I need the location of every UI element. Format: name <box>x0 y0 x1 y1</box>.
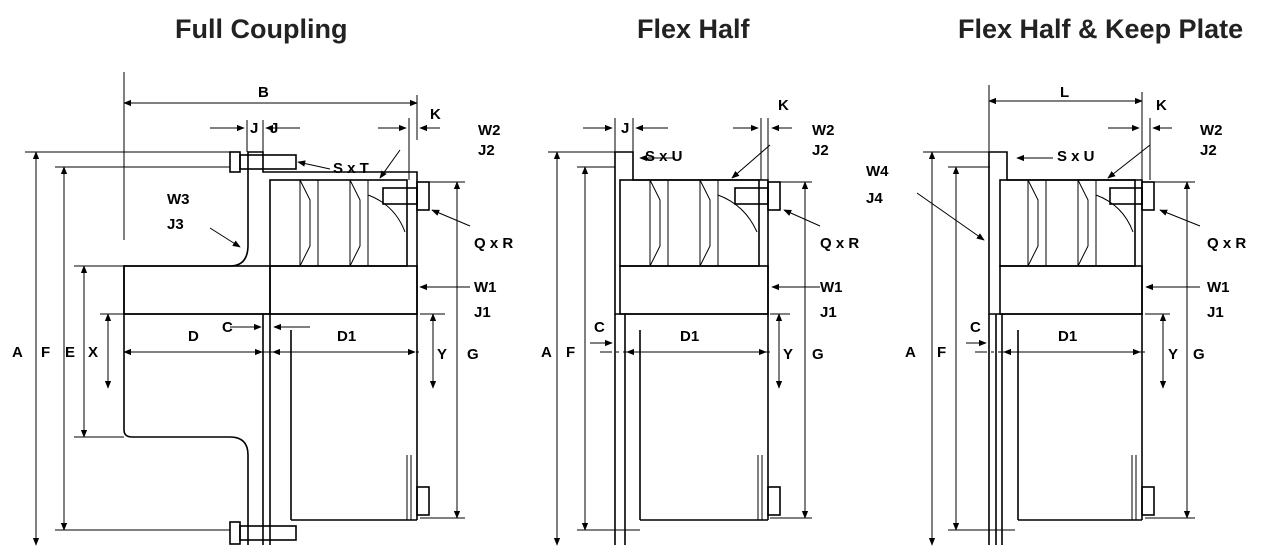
keep-label-w2: W2 <box>1200 122 1223 139</box>
full-coupling-title: Full Coupling <box>175 14 348 44</box>
keep-label-l: L <box>1060 84 1069 101</box>
flex-label-w1: W1 <box>820 279 843 296</box>
label-j3: J3 <box>167 216 184 233</box>
label-k: K <box>430 106 441 123</box>
keep-label-w1: W1 <box>1207 279 1230 296</box>
label-x: X <box>88 344 98 361</box>
flex-label-j1: J1 <box>820 304 837 321</box>
keep-label-g: G <box>1193 346 1205 363</box>
label-y: Y <box>437 346 447 363</box>
flex-label-q-x-r: Q x R <box>820 235 859 252</box>
label-w3: W3 <box>167 191 190 208</box>
flex-label-g: G <box>812 346 824 363</box>
keep-label-a: A <box>905 344 916 361</box>
keep-label-s-x-u: S x U <box>1057 148 1095 165</box>
label-e: E <box>65 344 75 361</box>
keep-label-j2: J2 <box>1200 142 1217 159</box>
flex-label-y: Y <box>783 346 793 363</box>
keep-label-q-x-r: Q x R <box>1207 235 1246 252</box>
keep-label-c: C <box>970 319 981 336</box>
label-c: C <box>222 319 233 336</box>
keep-label-w4: W4 <box>866 163 889 180</box>
label-w2: W2 <box>478 122 501 139</box>
label-a: A <box>12 344 23 361</box>
flex-label-w2: W2 <box>812 122 835 139</box>
label-j-left: J <box>250 120 258 137</box>
flex-label-d1: D1 <box>680 328 699 345</box>
flex-label-c: C <box>594 319 605 336</box>
keep-label-y: Y <box>1168 346 1178 363</box>
flex-half-drawing <box>548 118 821 546</box>
keep-label-k: K <box>1156 97 1167 114</box>
label-j-right: J <box>270 120 278 137</box>
flex-half-title: Flex Half <box>637 14 750 44</box>
keep-label-j1: J1 <box>1207 304 1224 321</box>
flex-half-keep-plate-drawing <box>916 85 1201 546</box>
label-b: B <box>258 84 269 101</box>
flex-label-s-x-u: S x U <box>645 148 683 165</box>
keep-label-j4: J4 <box>866 190 883 207</box>
label-q-x-r: Q x R <box>474 235 513 252</box>
flex-label-a: A <box>541 344 552 361</box>
label-j1: J1 <box>474 304 491 321</box>
flex-label-f: F <box>566 344 575 361</box>
label-g: G <box>467 346 479 363</box>
flex-label-j2: J2 <box>812 142 829 159</box>
label-w1: W1 <box>474 279 497 296</box>
flex-label-k: K <box>778 97 789 114</box>
label-f: F <box>41 344 50 361</box>
label-d: D <box>188 328 199 345</box>
keep-label-d1: D1 <box>1058 328 1077 345</box>
label-d1: D1 <box>337 328 356 345</box>
keep-label-f: F <box>937 344 946 361</box>
label-j2: J2 <box>478 142 495 159</box>
flex-half-keep-plate-title: Flex Half & Keep Plate <box>958 14 1244 44</box>
flex-label-j: J <box>621 120 629 137</box>
label-s-x-t: S x T <box>333 160 369 177</box>
full-coupling-drawing <box>25 72 471 546</box>
